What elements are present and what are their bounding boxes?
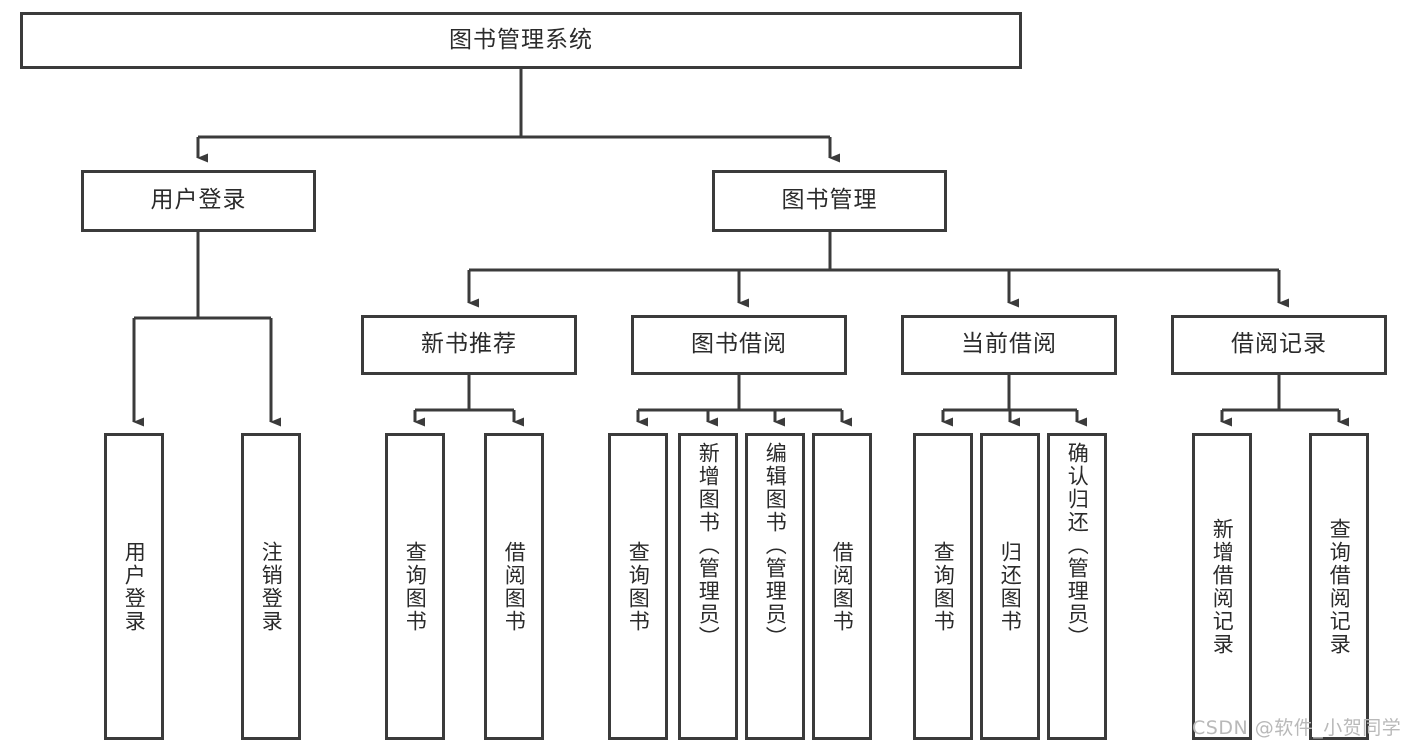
node-borrowing-records[interactable]: 借阅记录 bbox=[1171, 315, 1387, 375]
node-user-login[interactable]: 用户登录 bbox=[81, 170, 316, 232]
node-new-book-recommendation[interactable]: 新书推荐 bbox=[361, 315, 577, 375]
leaf-query-book-current[interactable]: 查询图书 bbox=[913, 433, 973, 740]
node-book-management[interactable]: 图书管理 bbox=[712, 170, 947, 232]
leaf-user-login[interactable]: 用户登录 bbox=[104, 433, 164, 740]
leaf-borrow-book-new-book[interactable]: 借阅图书 bbox=[484, 433, 544, 740]
leaf-query-book-new-book[interactable]: 查询图书 bbox=[385, 433, 445, 740]
node-current-borrowing[interactable]: 当前借阅 bbox=[901, 315, 1117, 375]
leaf-add-book-admin[interactable]: 新增图书（管理员） bbox=[678, 433, 738, 740]
node-root-book-management-system[interactable]: 图书管理系统 bbox=[20, 12, 1022, 69]
leaf-edit-book-admin[interactable]: 编辑图书（管理员） bbox=[745, 433, 805, 740]
leaf-return-book[interactable]: 归还图书 bbox=[980, 433, 1040, 740]
leaf-borrow-book-borrow[interactable]: 借阅图书 bbox=[812, 433, 872, 740]
csdn-watermark: CSDN @软件_小贺同学 bbox=[1192, 717, 1402, 739]
leaf-query-book-borrow[interactable]: 查询图书 bbox=[608, 433, 668, 740]
leaf-logout[interactable]: 注销登录 bbox=[241, 433, 301, 740]
leaf-query-borrow-record[interactable]: 查询借阅记录 bbox=[1309, 433, 1369, 740]
leaf-confirm-return-admin[interactable]: 确认归还（管理员） bbox=[1047, 433, 1107, 740]
leaf-add-borrow-record[interactable]: 新增借阅记录 bbox=[1192, 433, 1252, 740]
node-book-borrowing[interactable]: 图书借阅 bbox=[631, 315, 847, 375]
